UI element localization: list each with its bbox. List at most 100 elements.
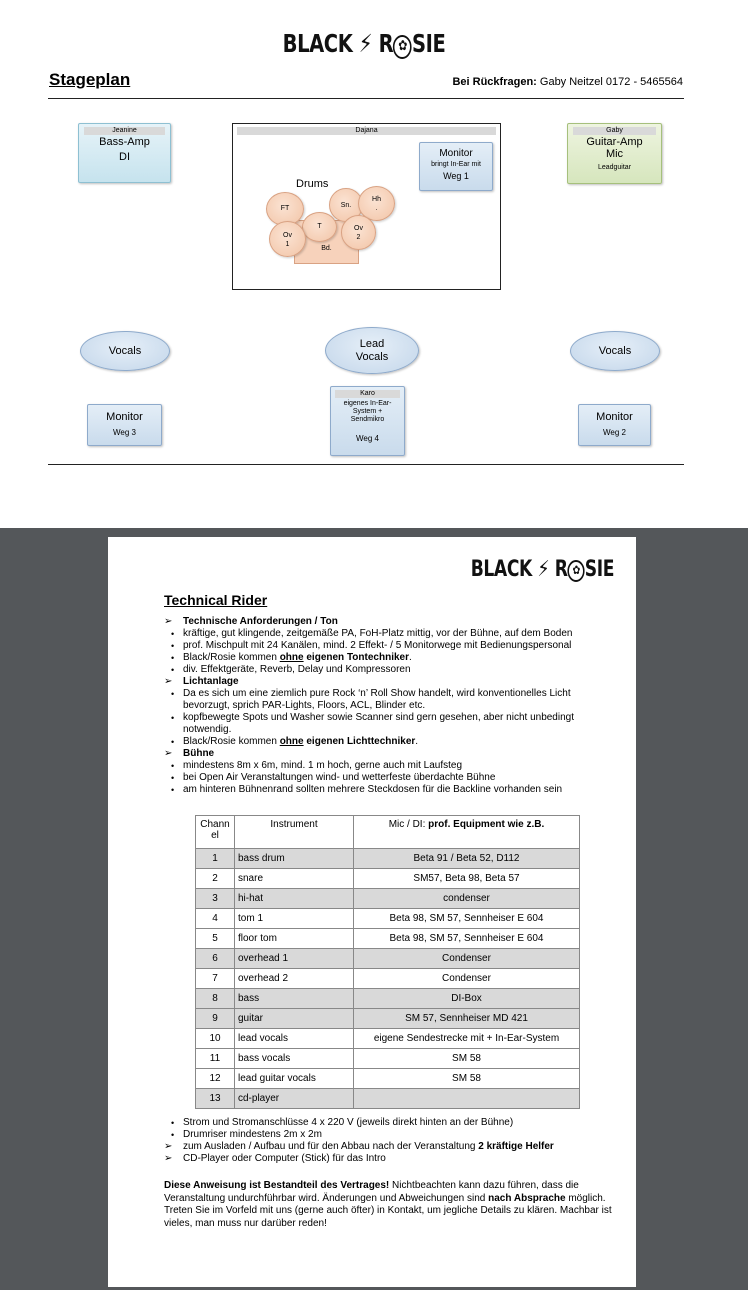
cell-instrument: snare	[234, 868, 354, 889]
monitor-drums-weg: Weg 1	[443, 171, 469, 181]
lightning-bolt-icon: ⚡	[358, 29, 373, 58]
header-channel-1: Chann	[200, 819, 230, 830]
tom-1: T	[302, 212, 337, 242]
drummer-name: Dajana	[237, 127, 496, 135]
licht-tech-text: Black/Rosie kommen	[183, 736, 280, 747]
overhead-1-number: 1	[285, 241, 290, 248]
cell-channel: 5	[195, 928, 235, 949]
vocals-right: Vocals	[570, 331, 660, 371]
guitar-amp-box: Gaby Guitar-Amp Mic Leadguitar	[567, 123, 662, 184]
monitor-drums-title: Monitor	[439, 148, 473, 159]
guitar-note: Leadguitar	[597, 164, 632, 171]
vocals-left: Vocals	[80, 331, 170, 371]
karo-name: Karo	[335, 390, 400, 398]
licht-item: Da es sich um eine ziemlich pure Rock ‘n…	[164, 688, 614, 712]
cell-instrument: floor tom	[234, 928, 354, 949]
buehne-item: am hinteren Bühnenrand sollten mehrere S…	[164, 784, 614, 796]
section-licht: Lichtanlage	[164, 676, 614, 688]
riser-item: Drumriser mindestens 2m x 2m	[164, 1129, 614, 1141]
cell-channel: 7	[195, 968, 235, 989]
drums-label: Drums	[296, 178, 329, 190]
ton-item: kräftige, gut klingende, zeitgemäße PA, …	[164, 628, 614, 640]
additional-requirements: Strom und Stromanschlüsse 4 x 220 V (jew…	[164, 1117, 614, 1165]
lead-vocals-label-2: Vocals	[355, 350, 389, 363]
karo-line1: eigenes In-Ear-	[343, 400, 392, 407]
cell-channel: 3	[195, 888, 235, 909]
cell-mic: Beta 91 / Beta 52, D112	[353, 848, 580, 869]
logo2-letter-r: R	[554, 557, 568, 582]
closing-text-2: möglich. Treten Sie im Vorfeld mit uns (…	[164, 1192, 612, 1229]
rider-title: Technical Rider	[164, 592, 268, 608]
cell-channel: 2	[195, 868, 235, 889]
cell-mic: Condenser	[353, 948, 580, 969]
header-mic-text: Mic / DI:	[388, 819, 429, 830]
closing-text-1: Nichtbeachten kann dazu führen, dass die…	[164, 1180, 579, 1204]
divider-bottom	[48, 464, 684, 465]
ton-tech-text: Black/Rosie kommen	[183, 652, 280, 663]
bass-drum-label: Bd.	[321, 245, 332, 252]
ton-tech-item: Black/Rosie kommen ohne eigenen Tontechn…	[164, 652, 614, 664]
cell-channel: 13	[195, 1088, 235, 1109]
hihat-dot: .	[375, 205, 378, 212]
lead-vocals-label-1: Lead	[359, 337, 385, 350]
cell-mic: eigene Sendestrecke mit + In-Ear-System	[353, 1028, 580, 1049]
cell-instrument: lead guitar vocals	[234, 1068, 354, 1089]
band-logo-2: BLACK ⚡ R✿SIE	[470, 557, 614, 582]
logo-text-right: SIE	[411, 29, 446, 58]
karo-line3: Sendmikro	[350, 416, 385, 423]
divider-top	[48, 98, 684, 99]
helfer-text: zum Ausladen / Aufbau und für den Abbau …	[183, 1141, 479, 1152]
stageplan-title: Stageplan	[49, 70, 131, 89]
karo-line2: System +	[352, 408, 383, 415]
guitar-amp-label: Guitar-Amp	[586, 136, 643, 148]
guitar-player-name: Gaby	[573, 127, 656, 135]
bass-amp-box: Jeanine Bass-Amp DI	[78, 123, 171, 183]
cell-instrument: overhead 1	[234, 948, 354, 969]
cell-mic: SM57, Beta 98, Beta 57	[353, 868, 580, 889]
cell-channel: 9	[195, 1008, 235, 1029]
cell-channel: 11	[195, 1048, 235, 1069]
cell-mic: SM 58	[353, 1068, 580, 1089]
logo2-text-left: BLACK	[470, 557, 533, 582]
cell-instrument: bass	[234, 988, 354, 1009]
cell-instrument: hi-hat	[234, 888, 354, 909]
cell-channel: 10	[195, 1028, 235, 1049]
helfer-item: zum Ausladen / Aufbau und für den Abbau …	[164, 1141, 614, 1153]
monitor-right-title: Monitor	[596, 411, 633, 423]
vocals-left-label: Vocals	[108, 344, 142, 357]
cell-instrument: bass vocals	[234, 1048, 354, 1069]
buehne-item: mindestens 8m x 6m, mind. 1 m hoch, gern…	[164, 760, 614, 772]
closing-statement: Diese Anweisung ist Bestandteil des Vert…	[164, 1180, 614, 1230]
bass-di-label: DI	[119, 151, 130, 163]
karo-weg: Weg 4	[356, 434, 379, 443]
monitor-drums-note: bringt In-Ear mit	[431, 161, 481, 168]
header-channel-2: el	[211, 830, 219, 841]
logo-letter-r: R	[378, 29, 394, 58]
closing-bold-1: Diese Anweisung ist Bestandteil des Vert…	[164, 1180, 390, 1191]
monitor-drums: Monitor bringt In-Ear mit Weg 1	[419, 142, 493, 191]
cell-channel: 6	[195, 948, 235, 969]
monitor-left-title: Monitor	[106, 411, 143, 423]
licht-tech-item: Black/Rosie kommen ohne eigenen Lichttec…	[164, 736, 614, 748]
stageplan-page: BLACK ⚡ R✿SIE Stageplan Bei Rückfragen: …	[0, 0, 748, 528]
floor-tom-label: FT	[280, 205, 290, 212]
overhead-2-number: 2	[356, 234, 361, 241]
licht-item: kopfbewegte Spots und Washer sowie Scann…	[164, 712, 614, 736]
contact-info: Bei Rückfragen: Gaby Neitzel 0172 - 5465…	[452, 76, 683, 88]
cd-item: CD-Player oder Computer (Stick) für das …	[164, 1153, 614, 1165]
cell-mic: SM 58	[353, 1048, 580, 1069]
closing-bold-2: nach Absprache	[488, 1192, 566, 1204]
